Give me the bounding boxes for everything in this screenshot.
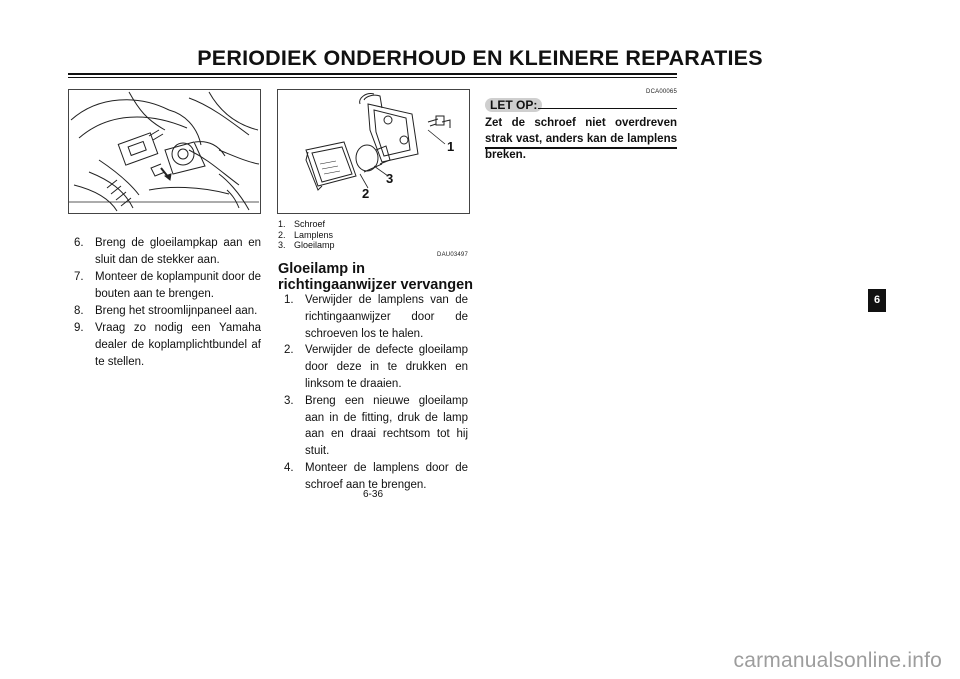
caution-label: LET OP: [485,98,543,112]
caution-end-rule [485,147,677,149]
legend-item: 2.Lamplens [278,229,334,240]
callout-3: 3 [386,171,393,186]
list-item: 4.Monteer de lamplens door de schroef aa… [284,461,468,491]
caution-code: DCA00065 [646,89,677,95]
list-item: 6.Breng de gloeilampkap aan en sluit dan… [74,237,261,266]
list-item: 7.Monteer de koplampunit door de bouten … [74,271,261,300]
caution-text: Zet de schroef niet overdreven strak vas… [485,117,677,161]
figure-legend: 1.Schroef 2.Lamplens 3.Gloeilamp [278,219,335,251]
list-item: 2.Verwijder de defecte gloeilamp door de… [284,344,468,390]
title-rule [68,73,677,75]
title-rule-thin [68,77,677,78]
list-item: 9.Vraag zo nodig een Yamaha dealer de ko… [74,322,261,368]
watermark: carmanualsonline.info [733,649,942,672]
page-title: PERIODIEK ONDERHOUD EN KLEINERE REPARATI… [197,46,763,70]
callout-1: 1 [447,139,454,154]
turn-signal-steps-list: 1.Verwijder de lamplens van de richtinga… [284,292,468,494]
list-item: 1.Verwijder de lamplens van de richtinga… [284,294,468,340]
section-heading: Gloeilamp in richtingaanwijzer vervangen [278,261,474,293]
list-item: 3.Breng een nieuwe gloeilamp aan in de f… [284,394,468,458]
chapter-tab: 6 [868,289,886,312]
caution-rule [538,108,677,109]
page-number: 6-36 [362,489,383,500]
section-code: DAU03497 [437,252,468,258]
legend-item: 1.Schroef [278,219,326,229]
headlight-bulb-illustration [68,89,261,214]
callout-2: 2 [362,186,369,201]
left-steps-list: 6.Breng de gloeilampkap aan en sluit dan… [74,235,261,371]
list-item: 8.Breng het stroomlijnpaneel aan. [74,305,258,317]
legend-item: 3.Gloeilamp [278,240,335,250]
turn-signal-illustration: 1 2 3 [277,89,470,214]
